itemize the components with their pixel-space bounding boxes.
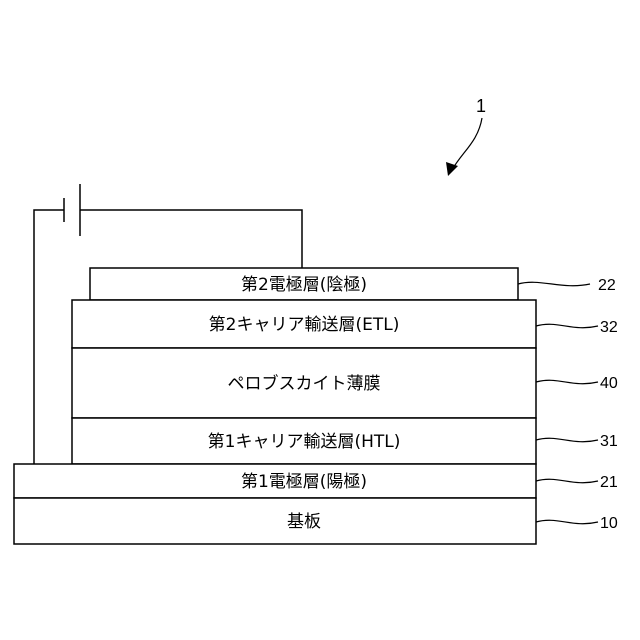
layer-second-carrier: 第2キャリア輸送層(ETL) (72, 300, 536, 348)
wire-right (80, 210, 302, 268)
ref-number-40: 40 (600, 375, 618, 392)
layer-first-carrier: 第1キャリア輸送層(HTL) (72, 418, 536, 464)
ref-number-22: 22 (598, 277, 616, 294)
leader-line-32 (536, 324, 598, 327)
layer-second-carrier-label: 第2キャリア輸送層(ETL) (209, 315, 400, 335)
ref-number-10: 10 (600, 515, 618, 532)
leader-line-31 (536, 438, 598, 441)
wire-left (34, 210, 64, 464)
ref-number-32: 32 (600, 319, 618, 336)
ref-number-21: 21 (600, 474, 618, 491)
device-ref-arrow-line (452, 118, 482, 170)
layer-second-electrode-label: 第2電極層(陰極) (241, 275, 367, 295)
leader-line-40 (536, 380, 598, 383)
layer-first-electrode: 第1電極層(陽極) (14, 464, 536, 498)
ref-number-31: 31 (600, 433, 618, 450)
layer-first-electrode-label: 第1電極層(陽極) (241, 472, 367, 492)
leader-line-21 (536, 479, 598, 482)
leader-line-22 (518, 282, 590, 285)
layer-first-carrier-label: 第1キャリア輸送層(HTL) (208, 432, 401, 452)
layer-perovskite: ペロブスカイト薄膜 (72, 348, 536, 418)
layer-substrate-box (14, 498, 536, 544)
layer-second-electrode: 第2電極層(陰極) (90, 268, 518, 300)
device-ref-number: 1 (476, 96, 486, 116)
leader-line-10 (536, 520, 598, 523)
layer-substrate-label: 基板 (287, 512, 321, 532)
layer-perovskite-label: ペロブスカイト薄膜 (228, 373, 381, 394)
layer-substrate: 基板 (14, 498, 536, 544)
